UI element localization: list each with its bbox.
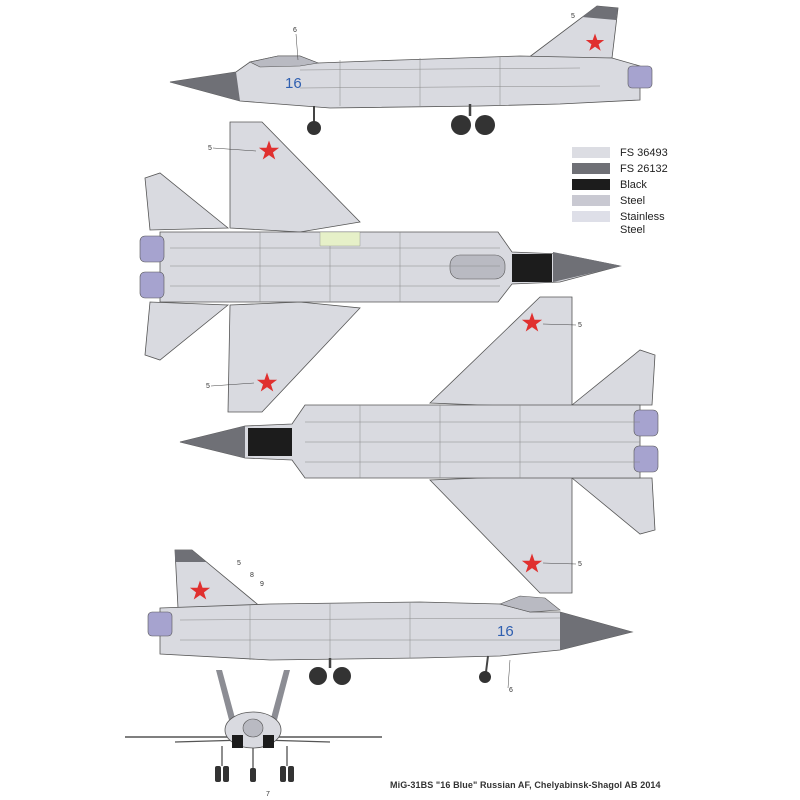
callout-upper-wing-bottom: 5	[206, 383, 210, 390]
callout-bottom-fin-c: 9	[260, 581, 264, 588]
radome-upper	[553, 252, 622, 282]
radome-left	[560, 612, 632, 650]
intake-black-upper	[512, 254, 552, 282]
legend-label: FS 26132	[620, 163, 668, 175]
exhaust-nozzle	[627, 65, 653, 89]
callout-upper-wing-top: 5	[208, 145, 212, 152]
legend-label: Steel	[620, 195, 646, 207]
legend-label: Stainless Steel	[620, 211, 665, 236]
right-stabilizer-upper	[144, 301, 230, 361]
exhaust-upper-2	[139, 271, 165, 299]
intake-black-lower	[248, 428, 292, 456]
fuselage-upper	[159, 231, 621, 303]
nose-gear-left	[479, 655, 491, 683]
side-profile-right: 16 6 5	[169, 5, 653, 135]
nose-gear	[307, 106, 321, 135]
callout-top-fin: 5	[571, 13, 575, 20]
radome	[170, 72, 240, 101]
exhaust-lower-2	[633, 445, 659, 473]
fin-tip-dark	[582, 6, 618, 20]
left-stabilizer-lower	[570, 349, 656, 406]
callout-lower-wing-top: 5	[578, 322, 582, 329]
legend-item: FS 26132	[572, 163, 692, 176]
exhaust-upper-1	[139, 235, 165, 263]
legend-swatch	[572, 211, 610, 222]
main-gear	[451, 104, 495, 135]
fuselage-lower	[179, 404, 641, 479]
figure-caption: MiG-31BS "16 Blue" Russian AF, Chelyabin…	[390, 780, 661, 790]
left-wing-lower	[429, 296, 573, 409]
legend-label: Black	[620, 179, 647, 191]
fin-front-left	[216, 670, 235, 720]
legend-label: FS 36493	[620, 147, 668, 159]
legend-swatch	[572, 163, 610, 174]
exhaust-left	[147, 611, 173, 637]
canopy	[249, 55, 320, 68]
side-profile-left: 16 5 8 9 6	[147, 549, 634, 694]
legend-item: Stainless Steel	[572, 211, 692, 237]
right-stabilizer-lower	[570, 477, 656, 535]
top-view: 5 5	[139, 121, 622, 413]
canopy-upper	[449, 254, 506, 280]
radome-lower	[180, 426, 245, 458]
exhaust-lower-1	[633, 409, 659, 437]
legend-swatch	[572, 147, 610, 158]
fin-tip-dark-left	[175, 550, 206, 562]
fuselage	[169, 55, 641, 109]
callout-front: 7	[266, 791, 270, 798]
callout-bottom-fin-b: 8	[250, 572, 254, 579]
legend-item: FS 36493	[572, 147, 692, 160]
legend-item: Black	[572, 179, 692, 192]
tail-number-top: 16	[285, 75, 302, 92]
legend-item: Steel	[572, 195, 692, 208]
gear-front	[215, 746, 294, 782]
front-view: 7	[125, 670, 382, 798]
callout-top-nose: 6	[293, 27, 297, 34]
callout-lower-wing-bottom: 5	[578, 561, 582, 568]
callout-bottom-gear: 6	[509, 687, 513, 694]
legend-swatch	[572, 179, 610, 190]
main-gear-left	[309, 658, 351, 685]
right-wing-lower	[429, 474, 573, 594]
right-wing-upper	[227, 301, 361, 413]
left-stabilizer-upper	[144, 172, 230, 231]
underside-view: 5 5	[179, 296, 659, 594]
fin-front-right	[271, 670, 290, 720]
tail-number-bottom: 16	[497, 623, 514, 640]
canopy-left	[499, 595, 561, 613]
legend-swatch	[572, 195, 610, 206]
left-wing-upper	[229, 121, 361, 233]
callout-bottom-fin-a: 5	[237, 560, 241, 567]
